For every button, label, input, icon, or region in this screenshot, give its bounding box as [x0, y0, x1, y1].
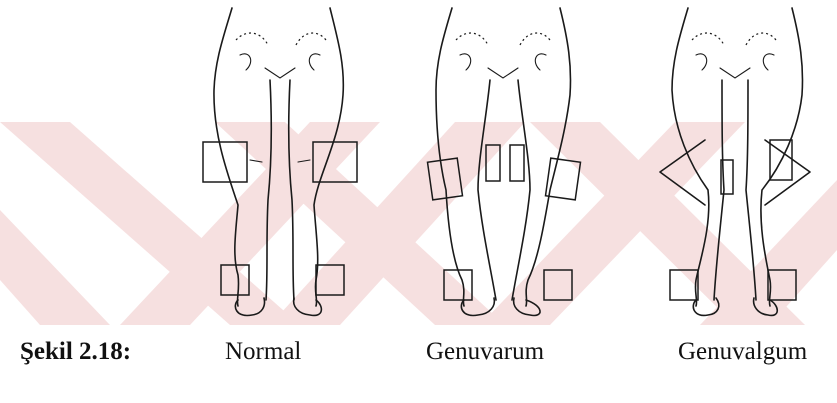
genuvarum-knee-inner-right: [510, 145, 524, 181]
figure-label: Şekil 2.18:: [20, 338, 131, 366]
watermark: [0, 122, 837, 325]
caption-normal: Normal: [225, 338, 301, 366]
caption-genuvalgum: Genuvalgum: [678, 338, 807, 366]
caption-genuvarum: Genuvarum: [426, 338, 544, 366]
